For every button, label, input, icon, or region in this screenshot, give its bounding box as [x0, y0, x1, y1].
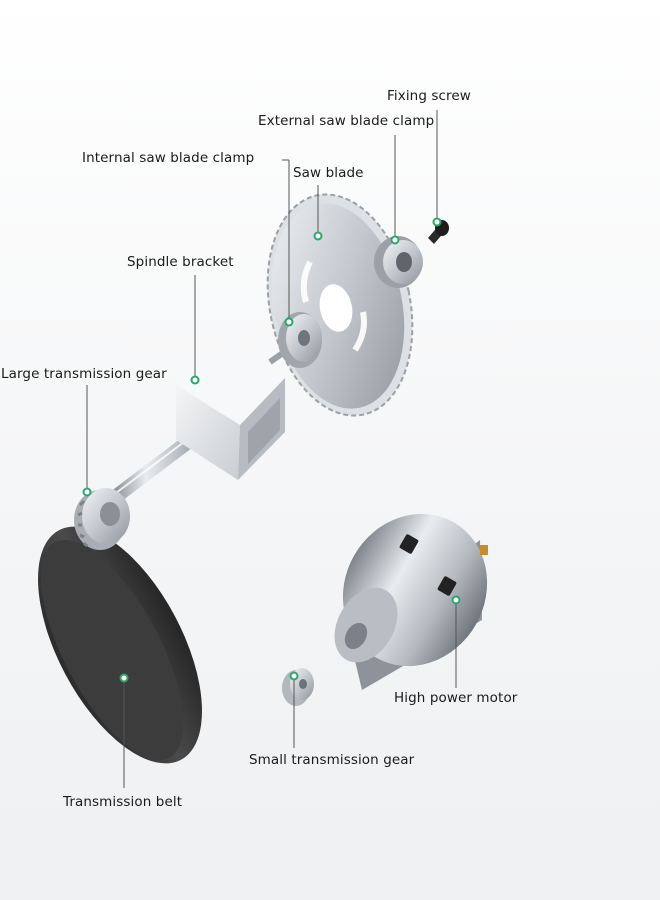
marker-fixing-screw	[432, 217, 442, 227]
label-spindle-bracket: Spindle bracket	[127, 254, 234, 270]
label-transmission-belt: Transmission belt	[63, 794, 183, 810]
high-power-motor-part	[334, 513, 488, 690]
spindle-bracket-part	[176, 340, 292, 480]
marker-high-power-motor	[451, 595, 461, 605]
label-fixing-screw: Fixing screw	[387, 88, 471, 104]
marker-large-gear	[82, 487, 92, 497]
external-clamp-part	[374, 236, 423, 288]
callout-markers	[82, 217, 461, 683]
transmission-belt-part	[38, 526, 202, 764]
internal-clamp-part	[278, 312, 322, 368]
label-saw-blade: Saw blade	[293, 165, 364, 181]
label-external-clamp: External saw blade clamp	[258, 113, 435, 129]
marker-spindle-bracket	[190, 375, 200, 385]
label-large-gear: Large transmission gear	[1, 366, 167, 382]
leader-lines	[86, 110, 457, 788]
marker-internal-clamp	[284, 317, 294, 327]
marker-small-gear	[289, 671, 299, 681]
label-internal-clamp: Internal saw blade clamp	[82, 150, 255, 166]
label-small-gear: Small transmission gear	[249, 752, 415, 768]
marker-transmission-belt	[119, 673, 129, 683]
marker-saw-blade	[313, 231, 323, 241]
label-high-power-motor: High power motor	[394, 690, 518, 706]
marker-external-clamp	[390, 235, 400, 245]
large-transmission-gear-part	[74, 488, 130, 550]
small-transmission-gear-part	[282, 668, 314, 706]
